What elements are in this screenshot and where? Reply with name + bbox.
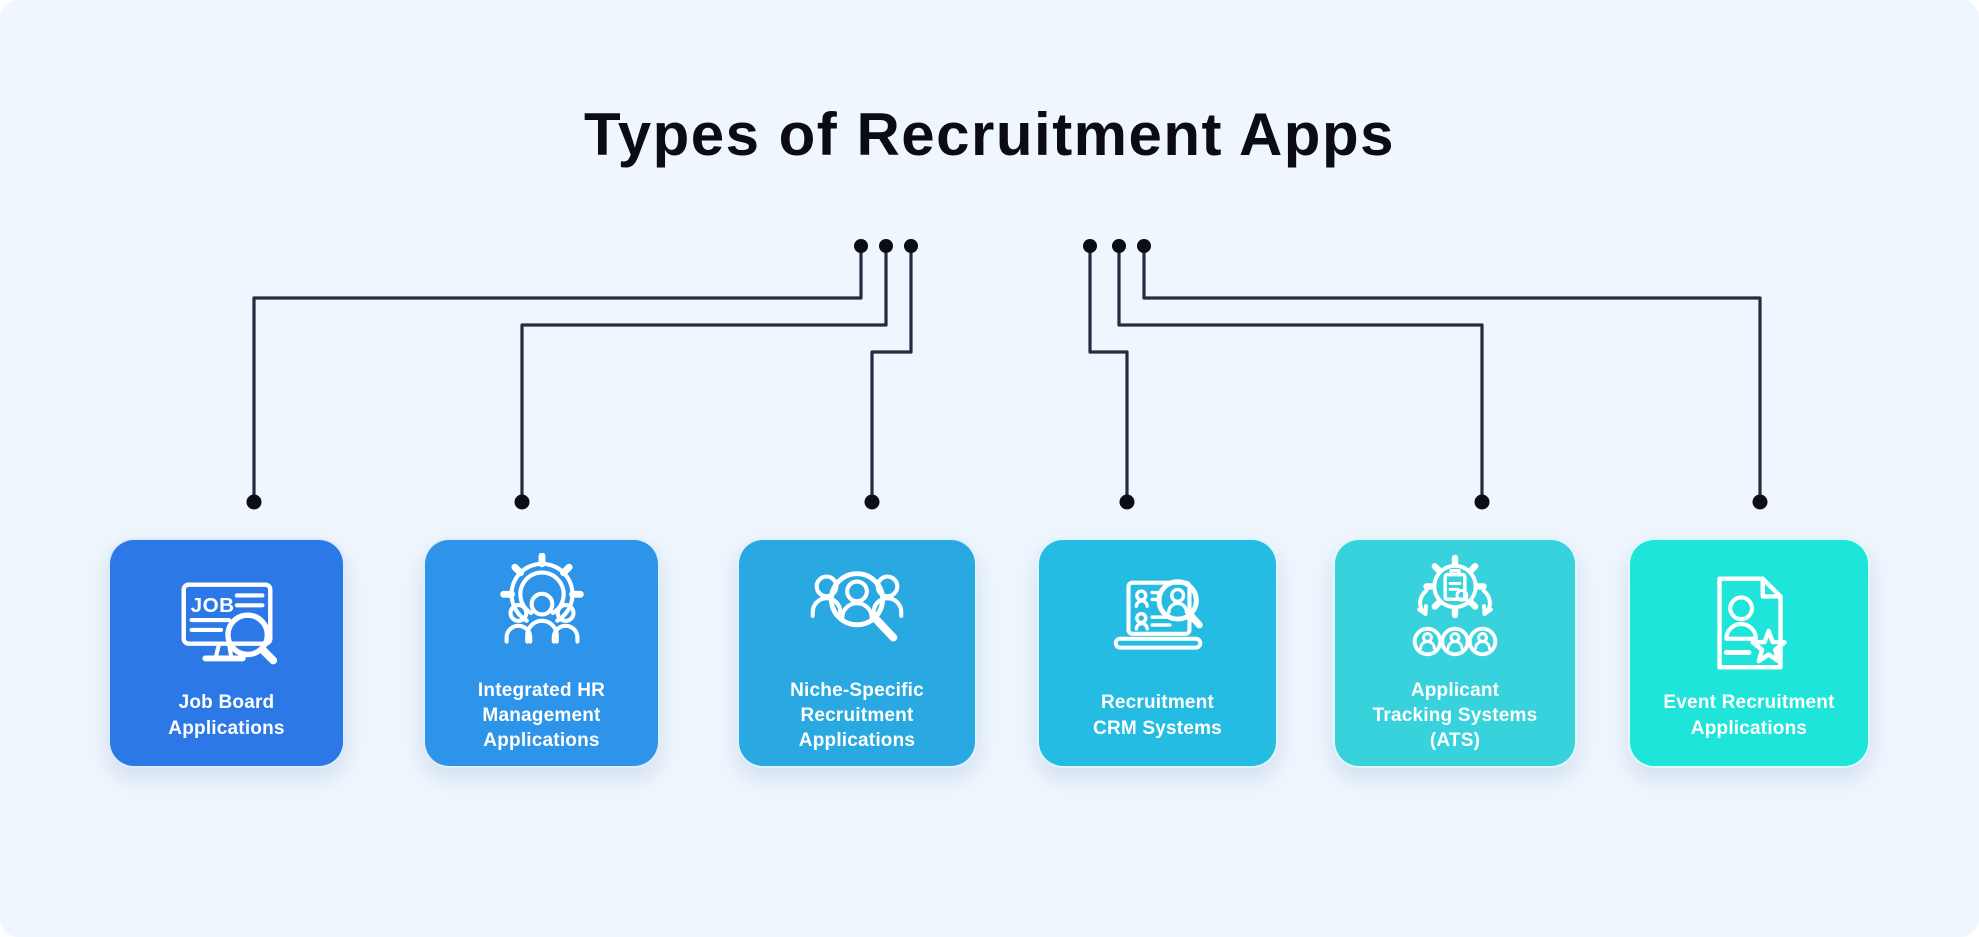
card-applicant-tracking-systems: Applicant Tracking Systems (ATS) [1333,538,1577,768]
job-board-monitor-search-icon: JOB [168,565,286,683]
card-label: Event Recruitment Applications [1663,692,1835,739]
connector-dot [514,494,530,510]
connector-dot [1752,494,1768,510]
connector-dot [1083,239,1097,253]
connector-dot [864,494,880,510]
card-recruitment-crm-systems: Recruitment CRM Systems [1037,538,1278,768]
laptop-candidate-search-icon [1099,565,1217,683]
page-title: Types of Recruitment Apps [584,101,1395,168]
connector-dot [1119,494,1135,510]
svg-text:JOB: JOB [190,595,234,618]
connector-dot [1474,494,1490,510]
card-job-board-applications: JOB Job Board Applications [108,538,345,768]
connector-line-job-board [252,252,863,496]
card-niche-specific-recruitment: Niche-Specific Recruitment Applications [737,538,977,768]
gear-clipboard-candidates-icon [1396,553,1514,671]
connector-dot [1112,239,1126,253]
connector-dot [904,239,918,253]
card-event-recruitment-applications: Event Recruitment Applications [1628,538,1870,768]
card-label: Niche-Specific Recruitment Applications [790,679,924,752]
card-label: Job Board Applications [168,692,285,739]
card-integrated-hr-management: Integrated HR Management Applications [423,538,660,768]
connector-line-niche-specific [870,252,913,496]
connector-line-event-recruitment [1142,252,1762,496]
connector-dot [246,494,262,510]
card-label: Recruitment CRM Systems [1093,692,1222,739]
connector-line-recruitment-crm [1088,252,1129,496]
gear-people-icon [483,552,601,671]
people-magnifier-icon [798,553,916,671]
connector-dot [854,239,868,253]
connector-line-ats [1117,252,1484,496]
connector-line-integrated-hr [520,252,888,496]
card-label: Integrated HR Management Applications [477,679,606,752]
connector-dot [879,239,893,253]
connector-dot [1137,239,1151,253]
card-label: Applicant Tracking Systems (ATS) [1372,679,1538,752]
resume-star-icon [1690,565,1808,683]
